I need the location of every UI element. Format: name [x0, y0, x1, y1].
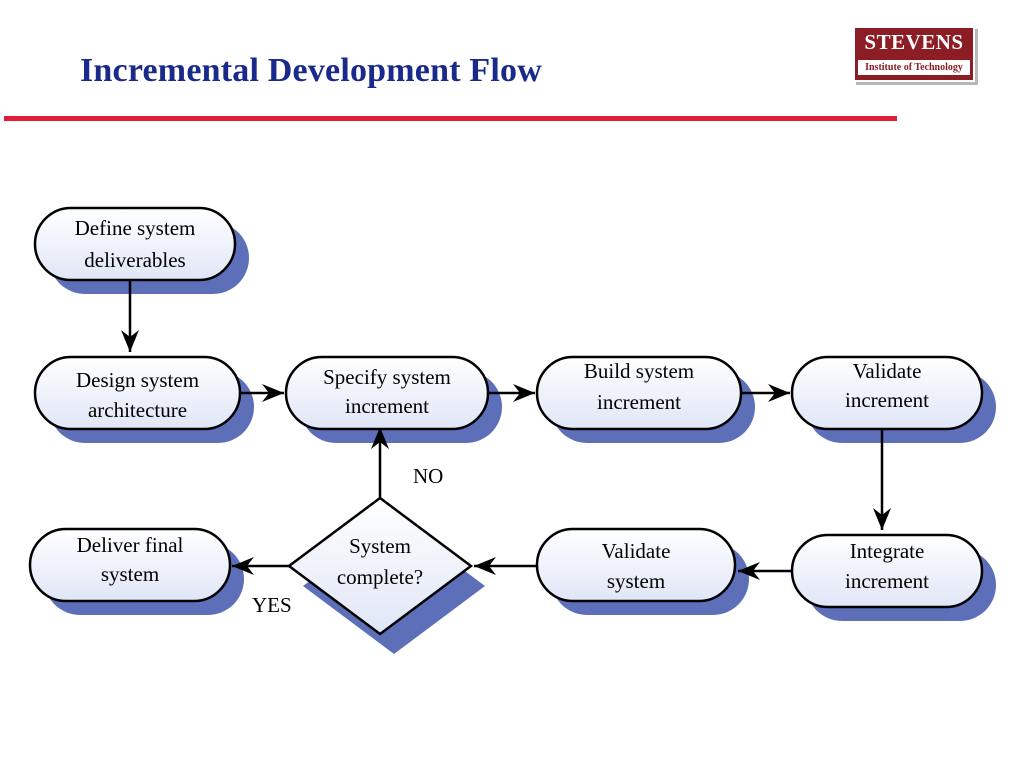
- build-label-line: increment: [597, 390, 681, 414]
- validate-inc-label-line: Validate: [853, 359, 922, 383]
- design-label-line: Design system: [76, 368, 199, 392]
- edge-label-no: NO: [413, 464, 443, 488]
- complete-label-line: System: [349, 534, 411, 558]
- arrowhead: [768, 384, 790, 402]
- arrowhead: [371, 427, 389, 449]
- build-node: [535, 355, 743, 431]
- specify-node: [284, 355, 490, 431]
- deliver-label-line: system: [101, 562, 159, 586]
- build-label-line: Build system: [584, 359, 694, 383]
- define-node: [33, 206, 237, 282]
- slide-title: Incremental Development Flow: [80, 52, 542, 89]
- stevens-logo: STEVENS Institute of Technology: [853, 26, 975, 82]
- arrowhead: [121, 330, 139, 352]
- complete-label-line: complete?: [337, 565, 423, 589]
- validate-inc-node: [790, 355, 984, 431]
- complete-node: [286, 496, 474, 636]
- arrowhead: [474, 557, 496, 575]
- validate-sys-label-line: system: [607, 569, 665, 593]
- design-label-line: architecture: [88, 398, 187, 422]
- edge-label-yes: YES: [252, 593, 292, 617]
- define-label-line: Define system: [75, 216, 196, 240]
- title-divider: [4, 116, 897, 121]
- arrowhead: [873, 508, 891, 530]
- validate-sys-node: [535, 527, 737, 603]
- logo-name: STEVENS: [864, 30, 964, 54]
- integrate-node: [790, 533, 984, 609]
- validate-inc-label-line: increment: [845, 388, 929, 412]
- specify-label-line: Specify system: [323, 365, 451, 389]
- integrate-label-line: increment: [845, 569, 929, 593]
- flow-edges: NO YES: [121, 280, 891, 617]
- arrowhead: [738, 562, 760, 580]
- arrowhead: [232, 557, 254, 575]
- deliver-node: [28, 527, 232, 603]
- specify-label-line: increment: [345, 394, 429, 418]
- define-label-line: deliverables: [84, 248, 185, 272]
- integrate-label-line: Integrate: [850, 539, 925, 563]
- logo-tagline: Institute of Technology: [858, 60, 970, 75]
- validate-sys-label-line: Validate: [602, 539, 671, 563]
- design-node: [33, 355, 242, 431]
- arrowhead: [262, 384, 284, 402]
- deliver-label-line: Deliver final: [77, 533, 184, 557]
- arrowhead: [513, 384, 535, 402]
